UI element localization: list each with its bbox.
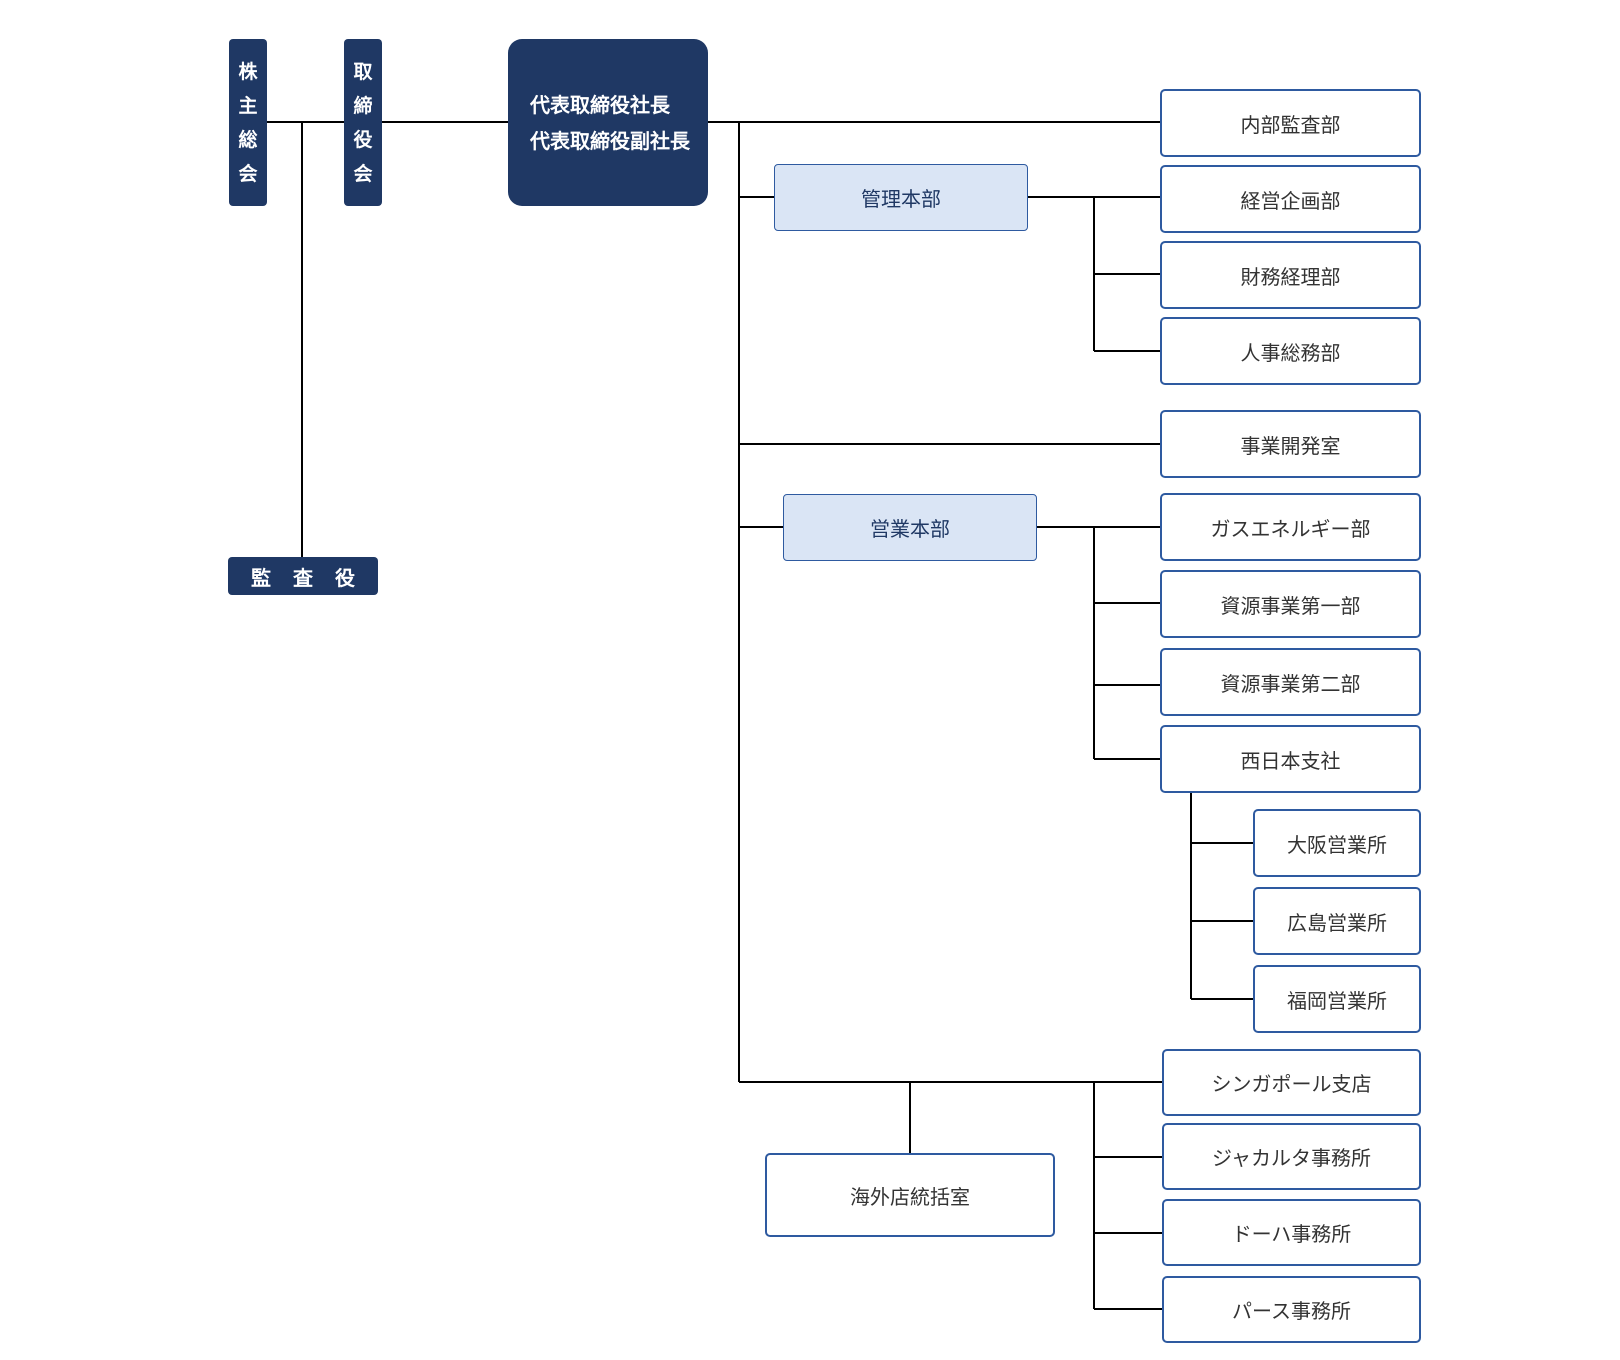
resources-2-label: 資源事業第二部 bbox=[1220, 671, 1361, 696]
executive-box: 代表取締役社長 代表取締役副社長 bbox=[508, 39, 708, 206]
doha-office-box: ドーハ事務所 bbox=[1162, 1199, 1421, 1266]
ceo-title: 代表取締役社長 bbox=[530, 92, 670, 117]
overseas-office-box: 海外店統括室 bbox=[765, 1153, 1055, 1237]
board-char: 取 bbox=[353, 60, 373, 83]
fukuoka-office-box: 福岡営業所 bbox=[1253, 965, 1421, 1033]
board-char: 会 bbox=[353, 162, 373, 185]
auditor-label: 監査役 bbox=[251, 565, 377, 590]
resources-1-box: 資源事業第一部 bbox=[1160, 570, 1421, 638]
internal-audit-label: 内部監査部 bbox=[1240, 112, 1341, 137]
shareholders-meeting-box: 株 主 総 会 bbox=[229, 39, 267, 206]
finance-label: 財務経理部 bbox=[1240, 264, 1341, 289]
corporate-planning-label: 経営企画部 bbox=[1240, 188, 1341, 213]
finance-box: 財務経理部 bbox=[1160, 241, 1421, 309]
resources-1-label: 資源事業第一部 bbox=[1220, 593, 1361, 618]
shareholders-char: 総 bbox=[238, 128, 258, 151]
resources-2-box: 資源事業第二部 bbox=[1160, 648, 1421, 716]
sales-hq-label: 営業本部 bbox=[870, 517, 950, 541]
sales-hq-box: 営業本部 bbox=[783, 494, 1037, 561]
overseas-office-label: 海外店統括室 bbox=[850, 1184, 970, 1209]
shareholders-char: 主 bbox=[238, 94, 258, 117]
admin-hq-label: 管理本部 bbox=[861, 187, 941, 211]
auditor-box: 監査役 bbox=[228, 557, 378, 595]
jakarta-office-label: ジャカルタ事務所 bbox=[1212, 1146, 1371, 1170]
shareholders-char: 株 bbox=[238, 60, 258, 83]
gas-energy-label: ガスエネルギー部 bbox=[1210, 516, 1371, 541]
internal-audit-box: 内部監査部 bbox=[1160, 89, 1421, 157]
board-char: 締 bbox=[353, 94, 373, 117]
hr-general-label: 人事総務部 bbox=[1240, 340, 1341, 365]
osaka-office-label: 大阪営業所 bbox=[1287, 832, 1387, 857]
corporate-planning-box: 経営企画部 bbox=[1160, 165, 1421, 233]
shareholders-char: 会 bbox=[238, 162, 258, 185]
board-char: 役 bbox=[353, 128, 373, 151]
doha-office-label: ドーハ事務所 bbox=[1231, 1222, 1352, 1246]
gas-energy-box: ガスエネルギー部 bbox=[1160, 493, 1421, 561]
west-japan-label: 西日本支社 bbox=[1240, 748, 1341, 773]
jakarta-office-box: ジャカルタ事務所 bbox=[1162, 1123, 1421, 1190]
singapore-branch-label: シンガポール支店 bbox=[1211, 1072, 1372, 1096]
osaka-office-box: 大阪営業所 bbox=[1253, 809, 1421, 877]
perth-office-label: パース事務所 bbox=[1232, 1299, 1351, 1323]
perth-office-box: パース事務所 bbox=[1162, 1276, 1421, 1343]
hiroshima-office-label: 広島営業所 bbox=[1287, 910, 1387, 935]
singapore-branch-box: シンガポール支店 bbox=[1162, 1049, 1421, 1116]
vice-president-title: 代表取締役副社長 bbox=[530, 128, 690, 153]
fukuoka-office-label: 福岡営業所 bbox=[1287, 988, 1387, 1013]
admin-hq-box: 管理本部 bbox=[774, 164, 1028, 231]
hiroshima-office-box: 広島営業所 bbox=[1253, 887, 1421, 955]
hr-general-box: 人事総務部 bbox=[1160, 317, 1421, 385]
business-dev-box: 事業開発室 bbox=[1160, 410, 1421, 478]
board-of-directors-box: 取 締 役 会 bbox=[344, 39, 382, 206]
west-japan-box: 西日本支社 bbox=[1160, 725, 1421, 793]
business-dev-label: 事業開発室 bbox=[1240, 433, 1341, 458]
